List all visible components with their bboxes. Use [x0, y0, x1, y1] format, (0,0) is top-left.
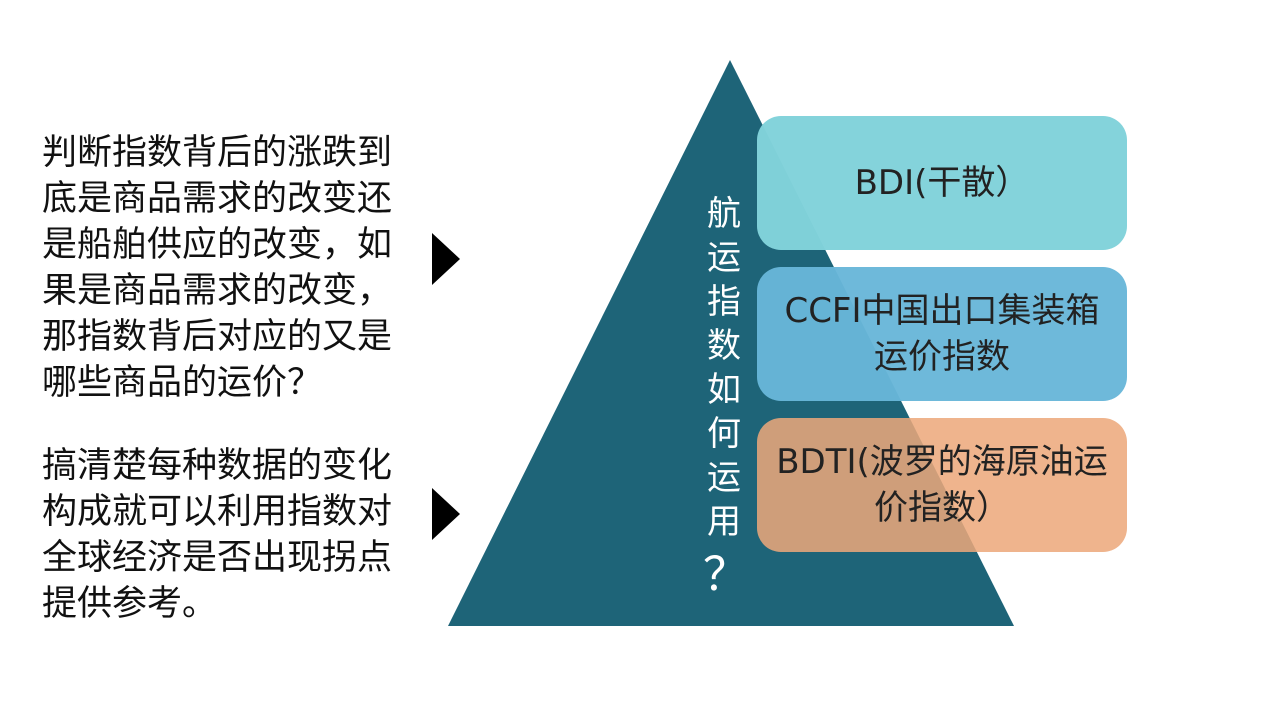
paragraph-global-economy-reference: 搞清楚每种数据的变化构成就可以利用指数对全球经济是否出现拐点提供参考。 — [42, 446, 393, 624]
index-box-label: BDI(干散） — [854, 163, 1030, 203]
pyramid-title: 航运指数如何运用 ？ — [703, 192, 749, 602]
index-box-label: CCFI中国出口集装箱运价指数 — [784, 291, 1100, 377]
arrow-right-icon — [432, 233, 460, 285]
paragraph-demand-supply-question: 判断指数背后的涨跌到底是商品需求的改变还是船舶供应的改变，如果是商品需求的改变，… — [42, 133, 393, 403]
index-box-bdi: BDI(干散） — [757, 116, 1127, 250]
index-box-label: BDTI(波罗的海原油运价指数） — [776, 442, 1108, 528]
arrow-right-icon — [432, 488, 460, 540]
question-mark: ？ — [703, 547, 749, 601]
index-box-ccfi: CCFI中国出口集装箱运价指数 — [757, 267, 1127, 401]
pyramid-title-text: 航运指数如何运用 — [707, 194, 741, 542]
index-box-bdti: BDTI(波罗的海原油运价指数） — [757, 418, 1127, 552]
